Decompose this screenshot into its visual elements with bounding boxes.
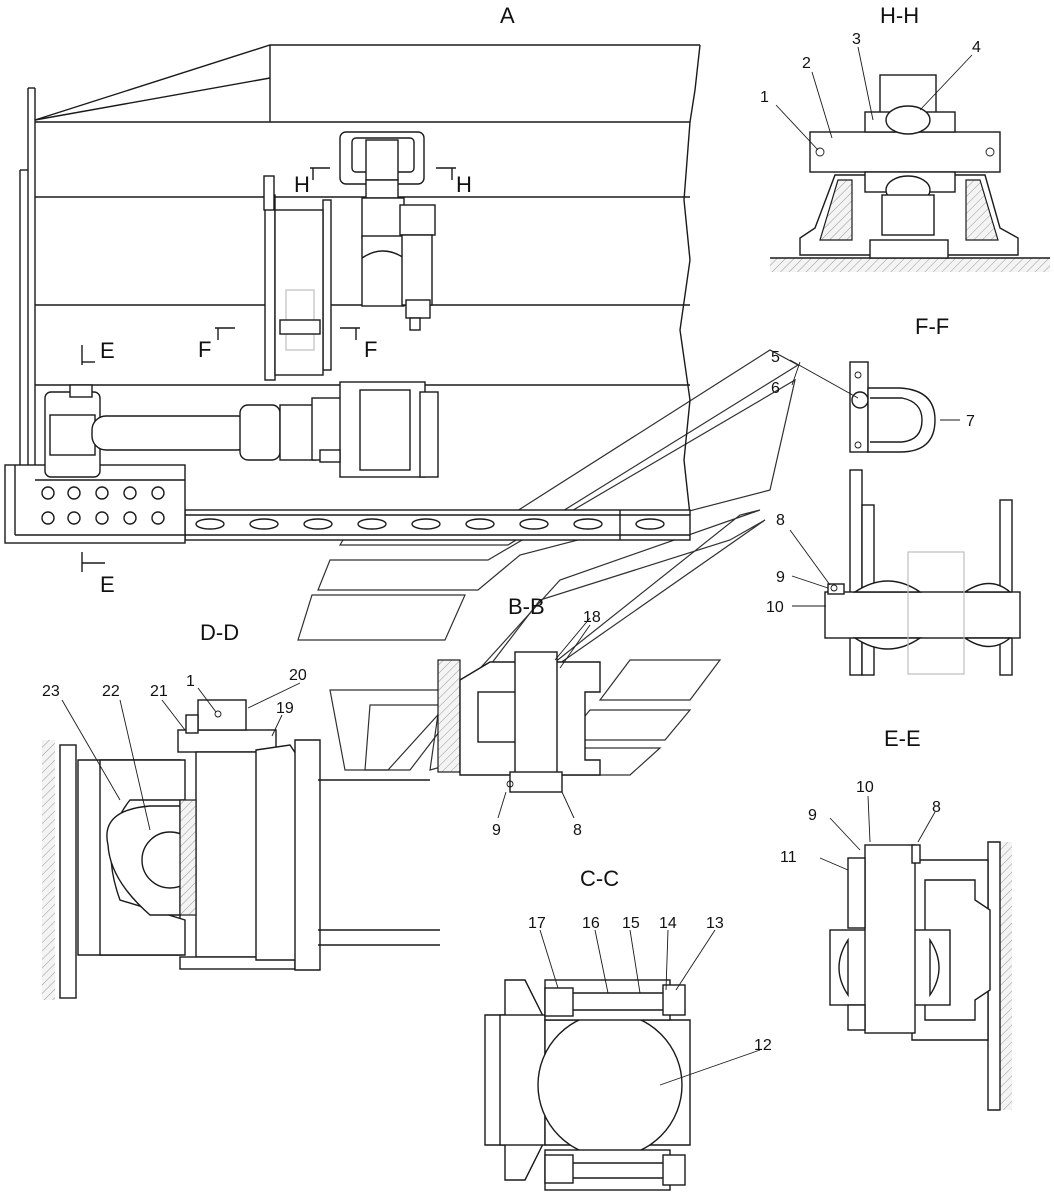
view-title-ff: F-F (915, 314, 949, 339)
section-mark-f-left: F (198, 337, 211, 362)
callout-hh-4: 4 (972, 39, 981, 56)
callout-cc-15: 15 (622, 915, 640, 932)
callout-cc-14: 14 (659, 915, 677, 932)
section-mark-h-right: H (456, 172, 472, 197)
rail-slots (195, 518, 665, 530)
callout-ff-9: 9 (776, 569, 785, 586)
section-mark-e-bottom: E (100, 572, 115, 597)
view-hh (770, 46, 1050, 272)
callout-cc-16: 16 (582, 915, 600, 932)
view-dd (42, 682, 440, 1000)
callout-hh-2: 2 (802, 55, 811, 72)
callout-cc-17: 17 (528, 915, 546, 932)
callout-dd-21: 21 (150, 683, 168, 700)
view-title-ee: E-E (884, 726, 921, 751)
section-mark-e-top: E (100, 338, 115, 363)
view-a (4, 44, 701, 572)
callout-hh-3: 3 (852, 31, 861, 48)
callout-dd-1: 1 (186, 673, 195, 690)
callout-bb-18: 18 (583, 609, 601, 626)
callout-bb-9: 9 (492, 822, 501, 839)
callout-ee-9: 9 (808, 807, 817, 824)
callout-dd-19: 19 (276, 700, 294, 717)
section-mark-h-left: H (294, 172, 310, 197)
view-bb (437, 617, 601, 819)
callout-ff-10: 10 (766, 599, 784, 616)
callout-hh-1: 1 (760, 89, 769, 106)
callout-ff-8: 8 (776, 512, 785, 529)
callout-ff-6: 6 (771, 380, 780, 397)
callout-dd-23: 23 (42, 683, 60, 700)
callout-cc-13: 13 (706, 915, 724, 932)
labels: A H-H F-F D-D B-B C-C E-E H H F F E E 1 … (42, 3, 981, 1054)
callout-bb-8: 8 (573, 822, 582, 839)
view-title-cc: C-C (580, 866, 619, 891)
callout-ff-7: 7 (966, 413, 975, 430)
view-title-hh: H-H (880, 3, 919, 28)
section-mark-f-right: F (364, 337, 377, 362)
callout-ff-5: 5 (771, 349, 780, 366)
callout-dd-20: 20 (289, 667, 307, 684)
view-title-bb: B-B (508, 594, 545, 619)
view-ff (789, 359, 1021, 676)
bolt-rows (41, 486, 165, 525)
view-title-dd: D-D (200, 620, 239, 645)
callout-dd-22: 22 (102, 683, 120, 700)
callout-ee-10: 10 (856, 779, 874, 796)
view-ee (819, 795, 1012, 1111)
callout-ee-8: 8 (932, 799, 941, 816)
callout-ee-11: 11 (780, 849, 797, 866)
view-title-a: A (500, 3, 515, 28)
view-cc (484, 929, 761, 1191)
section-markers (81, 167, 456, 572)
callout-cc-12: 12 (754, 1037, 772, 1054)
